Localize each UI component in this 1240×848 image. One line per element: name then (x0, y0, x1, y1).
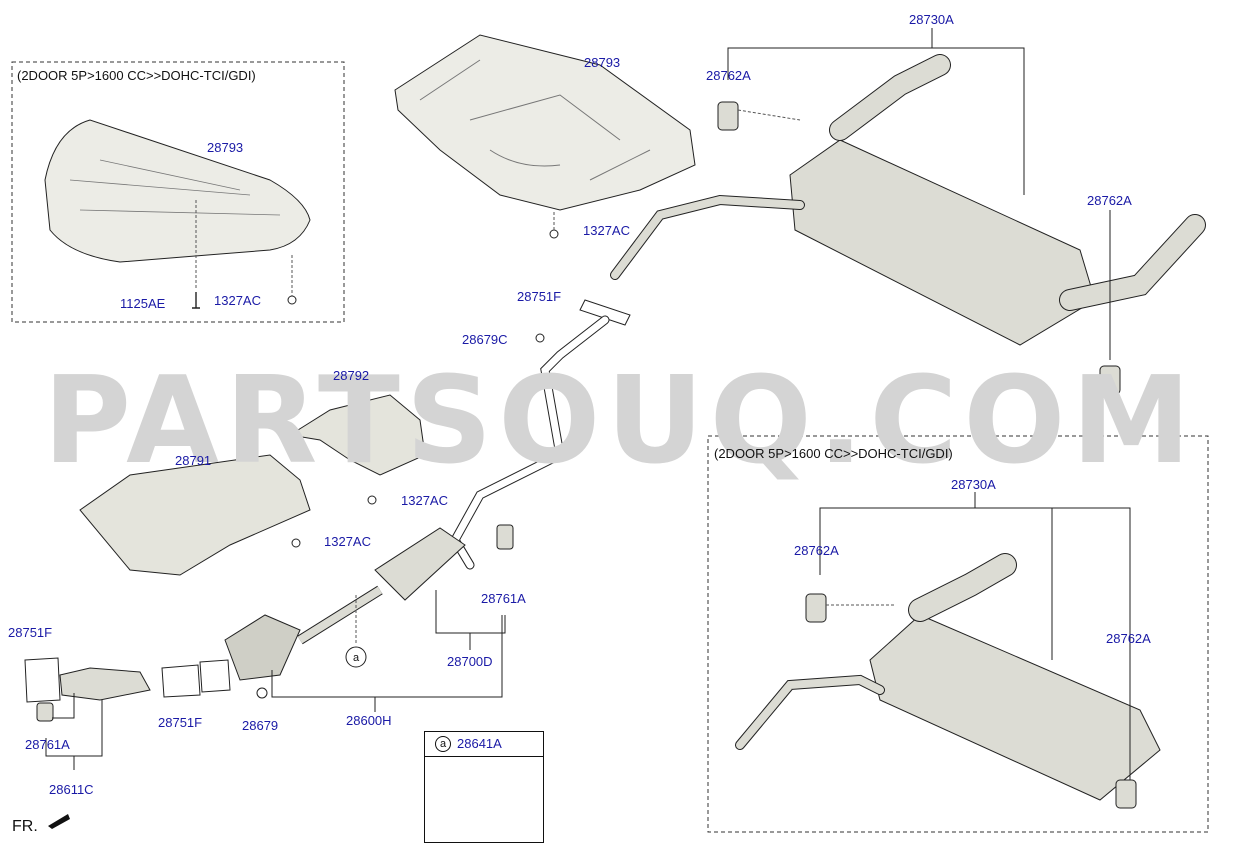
label-28791[interactable]: 28791 (175, 453, 212, 468)
front-direction-arrow (48, 814, 70, 829)
label-28641A[interactable]: 28641A (457, 736, 502, 751)
label-28751F-bottom[interactable]: 28751F (158, 715, 203, 730)
hanger-28761A-mid (496, 524, 514, 550)
label-1125AE[interactable]: 1125AE (120, 296, 166, 311)
label-28762A-top-right[interactable]: 28762A (1087, 193, 1132, 208)
bracket-lines-28730A-top (727, 28, 1111, 360)
gasket-28751F-left (24, 657, 61, 703)
heat-shield-28793-top (394, 34, 696, 211)
label-28679[interactable]: 28679 (242, 718, 279, 733)
label-28611C[interactable]: 28611C (49, 782, 94, 797)
hanger-28762A-top-left (717, 101, 739, 131)
label-28761A-left[interactable]: 28761A (25, 737, 70, 752)
heat-shield-28791 (79, 454, 311, 576)
tailpipe-variant-inner (909, 554, 1016, 621)
leader-top-left-hanger (737, 109, 801, 121)
label-1327AC-top[interactable]: 1327AC (583, 223, 630, 238)
label-28762A-bottom-right[interactable]: 28762A (1106, 631, 1151, 646)
label-28751F-mid[interactable]: 28751F (517, 289, 562, 304)
label-28793-top[interactable]: 28793 (584, 55, 621, 70)
nut-1327AC-left (287, 295, 297, 305)
bracket-lines-28600H (271, 615, 503, 712)
label-28792[interactable]: 28792 (333, 368, 370, 383)
clamp-legend-header: a 28641A (425, 732, 543, 757)
center-pipe-28700D-inner (297, 586, 383, 644)
tailpipe-left-top-inner (830, 55, 950, 140)
nut-28679 (256, 687, 268, 699)
watermark: PARTSOUQ.COM (43, 352, 1197, 491)
nut-1327AC-top (549, 229, 559, 239)
heat-shield-28793-left (44, 119, 311, 263)
label-28751F-left[interactable]: 28751F (8, 625, 53, 640)
nut-1327AC-mid1 (367, 495, 377, 505)
bracket-lines-28730A-bottom (819, 492, 1131, 780)
label-1327AC-left[interactable]: 1327AC (214, 293, 261, 308)
tailpipe-right-top-inner (1060, 215, 1205, 310)
rear-muffler-variant-pipe-inner (736, 675, 884, 749)
hanger-28762A-bottom-left (805, 593, 827, 623)
label-28762A-top-left[interactable]: 28762A (706, 68, 751, 83)
label-1327AC-mid2[interactable]: 1327AC (324, 534, 371, 549)
label-28730A-top[interactable]: 28730A (909, 12, 954, 27)
label-28730A-bottom[interactable]: 28730A (951, 477, 996, 492)
nut-28679C (535, 333, 545, 343)
callout-a-circle (345, 646, 367, 668)
gasket-28751F-mid (579, 299, 631, 326)
hanger-28762A-top-right (1099, 365, 1121, 395)
clamp-legend-marker: a (435, 736, 451, 752)
nut-1327AC-mid2 (291, 538, 301, 548)
callout-a-text: a (353, 652, 360, 664)
label-28762A-bottom-left[interactable]: 28762A (794, 543, 839, 558)
label-28761A-mid[interactable]: 28761A (481, 591, 526, 606)
catalytic-converter-28600H (224, 614, 301, 681)
flange-28600H (199, 659, 231, 693)
variant-box-left (11, 61, 345, 323)
gasket-28751F-bottom (161, 664, 201, 698)
label-28600H[interactable]: 28600H (346, 713, 392, 728)
heat-shield-28793-left-detail (69, 159, 281, 216)
label-1327AC-mid1[interactable]: 1327AC (401, 493, 448, 508)
variant-note-right: (2DOOR 5P>1600 CC>>DOHC-TCI/GDI) (714, 446, 953, 461)
front-direction-label: FR. (12, 818, 38, 835)
heat-shield-28793-top-detail (419, 59, 651, 181)
rear-muffler-28730A-pipe-inner (611, 195, 804, 279)
clamp-legend-box: a 28641A (424, 731, 544, 843)
variant-note-left: (2DOOR 5P>1600 CC>>DOHC-TCI/GDI) (17, 68, 256, 83)
heat-shield-28792 (288, 394, 426, 476)
rear-muffler-variant-pipe (735, 674, 885, 750)
hanger-28761A-left (36, 702, 54, 722)
variant-box-right (707, 435, 1209, 833)
hanger-28762A-bottom-right (1115, 779, 1137, 809)
center-muffler-28700D (374, 527, 466, 601)
bracket-lines-28611C (45, 693, 103, 770)
label-28679C[interactable]: 28679C (462, 332, 508, 347)
bracket-lines-28700D (435, 590, 506, 650)
label-28700D[interactable]: 28700D (447, 654, 493, 669)
rear-muffler-28730A (789, 139, 1096, 346)
front-pipe-28611C (59, 667, 151, 701)
label-28793-left[interactable]: 28793 (207, 140, 244, 155)
leader-left-shield (195, 200, 293, 296)
bolt-1125AE (192, 292, 200, 309)
